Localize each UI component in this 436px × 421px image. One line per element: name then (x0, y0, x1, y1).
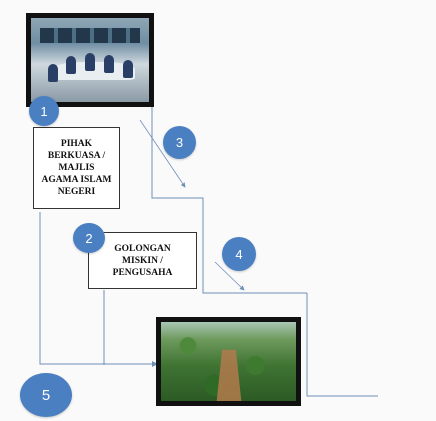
authority-box: PIHAK BERKUASA / MAJLIS AGAMA ISLAM NEGE… (33, 127, 120, 209)
palm-oil-plantation-photo-icon (161, 322, 296, 401)
meeting-screens (40, 28, 140, 44)
step-3-badge: 3 (163, 126, 196, 159)
plantation-photo (156, 317, 301, 406)
meeting-person (66, 55, 77, 74)
step-2-badge: 2 (73, 223, 105, 253)
plantation-road (215, 349, 242, 401)
step-5-badge: 5 (20, 373, 72, 417)
step-1-badge: 1 (29, 96, 59, 126)
meeting-photo (26, 13, 154, 107)
meeting-person (104, 54, 115, 73)
arrow-step-4 (214, 261, 245, 291)
meeting-person (123, 60, 134, 78)
meeting-person (85, 53, 96, 72)
meeting-room-photo-icon (31, 18, 149, 102)
meeting-person (47, 64, 58, 83)
connector-line-right-down (306, 293, 378, 397)
arrow-step-3 (139, 119, 186, 188)
poor-entrepreneur-box: GOLONGAN MISKIN / PENGUSAHA (88, 232, 197, 289)
connector-line-left (39, 212, 158, 367)
step-4-badge: 4 (222, 237, 256, 271)
